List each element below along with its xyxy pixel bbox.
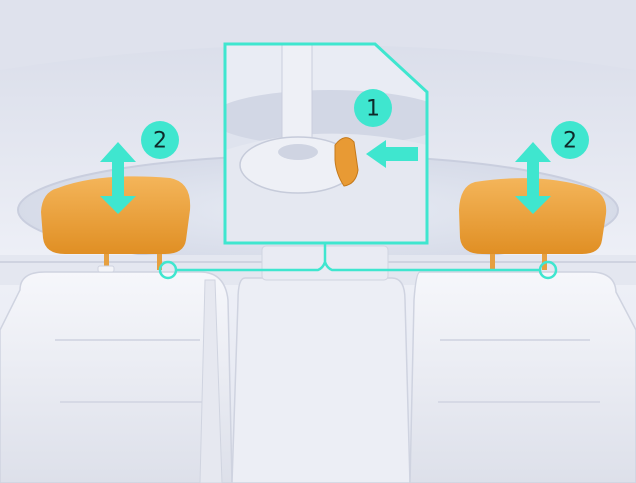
step-1-badge: 1 [354, 89, 392, 127]
step-2-right-badge: 2 [551, 121, 589, 159]
center-seat-back [232, 278, 410, 483]
left-seat-back [0, 272, 232, 483]
step-2-right-label: 2 [563, 129, 577, 154]
right-seat-back [410, 272, 636, 483]
step-2-left-label: 2 [153, 129, 167, 154]
step-1-label: 1 [366, 97, 380, 122]
inset-headrest-post [282, 44, 312, 152]
step-2-left-badge: 2 [141, 121, 179, 159]
rear-seat-bench [0, 246, 636, 483]
